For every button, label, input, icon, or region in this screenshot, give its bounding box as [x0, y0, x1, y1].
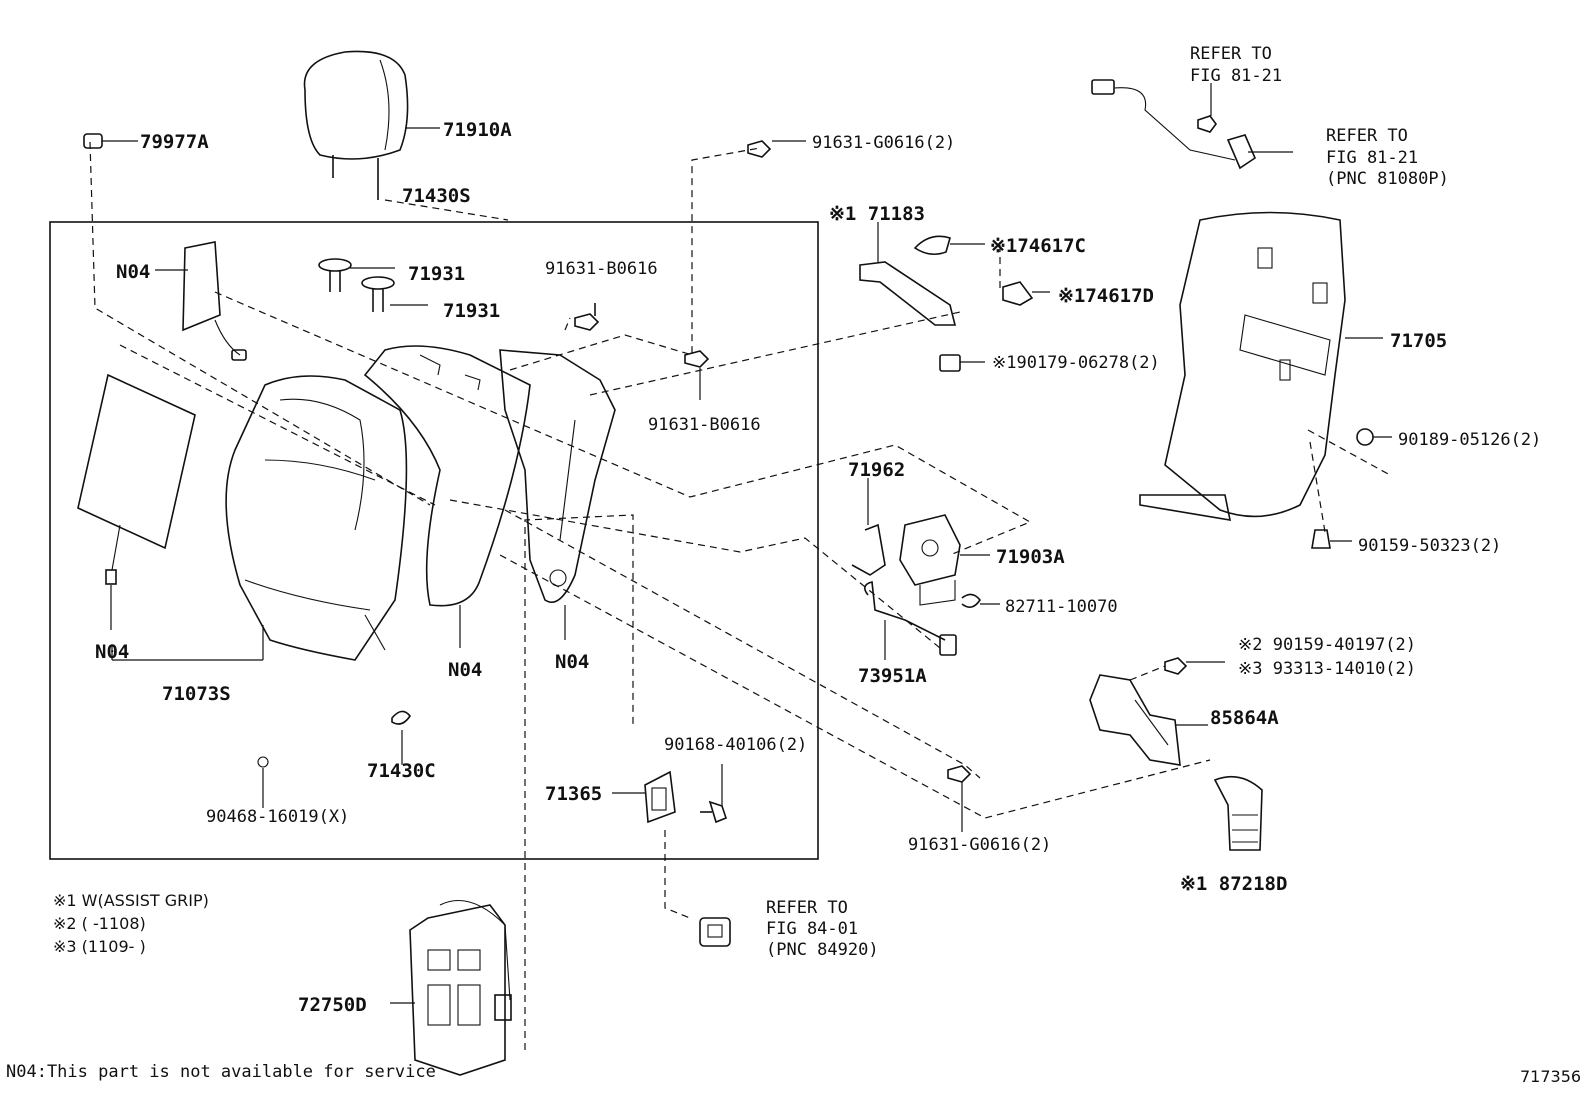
- label-n04-plate: N04: [95, 641, 129, 663]
- clip-79977a-part: [83, 133, 138, 149]
- label-71365: 71365: [545, 783, 602, 805]
- label-90168: 90168-40106(2): [664, 735, 807, 755]
- bolt-90159-93313-part: [1164, 657, 1225, 675]
- label-91631-g0616-bottom: 91631-G0616(2): [908, 835, 1051, 855]
- clip-90189-90159-parts: [1311, 428, 1392, 549]
- label-71910a: 71910A: [443, 119, 512, 141]
- label-n04-airbag: N04: [116, 261, 150, 283]
- label-71183: ※1 71183: [829, 203, 925, 225]
- side-airbag-n04-part: [155, 241, 247, 361]
- seatback-cover-71073s-part: [111, 375, 408, 661]
- bezel-71365-part: [612, 764, 727, 824]
- seatback-pad-part: [363, 345, 531, 648]
- lumbar-support-72750d-part: [390, 900, 512, 1076]
- label-71705: 71705: [1390, 330, 1447, 352]
- grip-cover-parts: [913, 235, 1050, 306]
- label-85864a: 85864A: [1210, 707, 1279, 729]
- note-assist-grip: ※1 W(ASSIST GRIP): [53, 891, 209, 910]
- reference-dashed-lines: [89, 141, 1391, 1050]
- label-87218d: ※1 87218D: [1180, 873, 1287, 895]
- wire-harness-part: [1091, 79, 1293, 170]
- label-91631-g0616-top: 91631-G0616(2): [812, 133, 955, 153]
- hose-87218d-part: [1213, 775, 1263, 851]
- label-71903a: 71903A: [996, 546, 1065, 568]
- label-71962: 71962: [848, 459, 905, 481]
- label-90179: ※190179-06278(2): [992, 353, 1160, 373]
- assist-grip-71183-part: [859, 222, 957, 326]
- label-71931-a: 71931: [408, 263, 465, 285]
- label-72750d: 72750D: [298, 994, 367, 1016]
- label-90468: 90468-16019(X): [206, 807, 349, 827]
- lock-hook-71962-part: [851, 478, 886, 576]
- label-91631-b0616-a: 91631-B0616: [545, 259, 658, 279]
- diagram-id: 717356: [1520, 1067, 1581, 1086]
- label-refer2-line1: REFER TO: [1326, 126, 1408, 146]
- note-n04-not-available: N04:This part is not available for servi…: [6, 1062, 436, 1082]
- bolt-91631-g0616-bottom-part: [947, 765, 972, 832]
- label-71073s: 71073S: [162, 683, 231, 705]
- label-79977a: 79977A: [140, 131, 209, 153]
- seatback-assembly-box: [49, 221, 819, 860]
- label-refer2-line3: (PNC 81080P): [1326, 169, 1449, 189]
- note-date-range-1: ※2 ( -1108): [53, 914, 146, 933]
- label-71430c: 71430C: [367, 760, 436, 782]
- label-90189: 90189-05126(2): [1398, 430, 1541, 450]
- seatback-pad-plate-part: [77, 373, 196, 630]
- label-refer1-line1: REFER TO: [1190, 44, 1272, 64]
- bolt-91631-g0616-top-part: [747, 140, 806, 158]
- label-71430s: 71430S: [402, 185, 471, 207]
- label-82711: 82711-10070: [1005, 597, 1118, 617]
- seatback-frame-part: [499, 349, 616, 640]
- label-n04-frame: N04: [555, 651, 589, 673]
- label-refer1-line2: FIG 81-21: [1190, 66, 1282, 86]
- clamp-82711-part: [961, 593, 1000, 608]
- label-90159-50323: 90159-50323(2): [1358, 536, 1501, 556]
- label-refer3-line1: REFER TO: [766, 898, 848, 918]
- bolt-91631-b0616-parts: [574, 303, 710, 400]
- cable-73951a-part: [864, 581, 957, 660]
- clip-90468-part: [257, 756, 269, 808]
- label-93313: ※3 93313-14010(2): [1238, 659, 1416, 679]
- switch-part: [699, 917, 731, 947]
- label-refer2-line2: FIG 81-21: [1326, 148, 1418, 168]
- label-90159-40197: ※2 90159-40197(2): [1238, 635, 1416, 655]
- label-n04-pad: N04: [448, 659, 482, 681]
- seatback-board-71705-part: [1139, 211, 1383, 521]
- headrest-71910a-part: [303, 50, 440, 200]
- label-refer3-line3: (PNC 84920): [766, 940, 879, 960]
- label-refer3-line2: FIG 84-01: [766, 919, 858, 939]
- headrest-guide-71931-parts: [318, 258, 428, 312]
- label-74617c: ※174617C: [990, 235, 1086, 257]
- label-73951a: 73951A: [858, 665, 927, 687]
- note-date-range-2: ※3 (1109- ): [53, 937, 146, 956]
- label-71931-b: 71931: [443, 300, 500, 322]
- nut-90179-part: [939, 354, 985, 372]
- recliner-lock-71903a-part: [899, 514, 990, 606]
- air-duct-85864a-part: [1089, 674, 1208, 766]
- label-91631-b0616-b: 91631-B0616: [648, 415, 761, 435]
- label-74617d: ※174617D: [1058, 285, 1154, 307]
- fastener-71430c-part: [391, 710, 411, 765]
